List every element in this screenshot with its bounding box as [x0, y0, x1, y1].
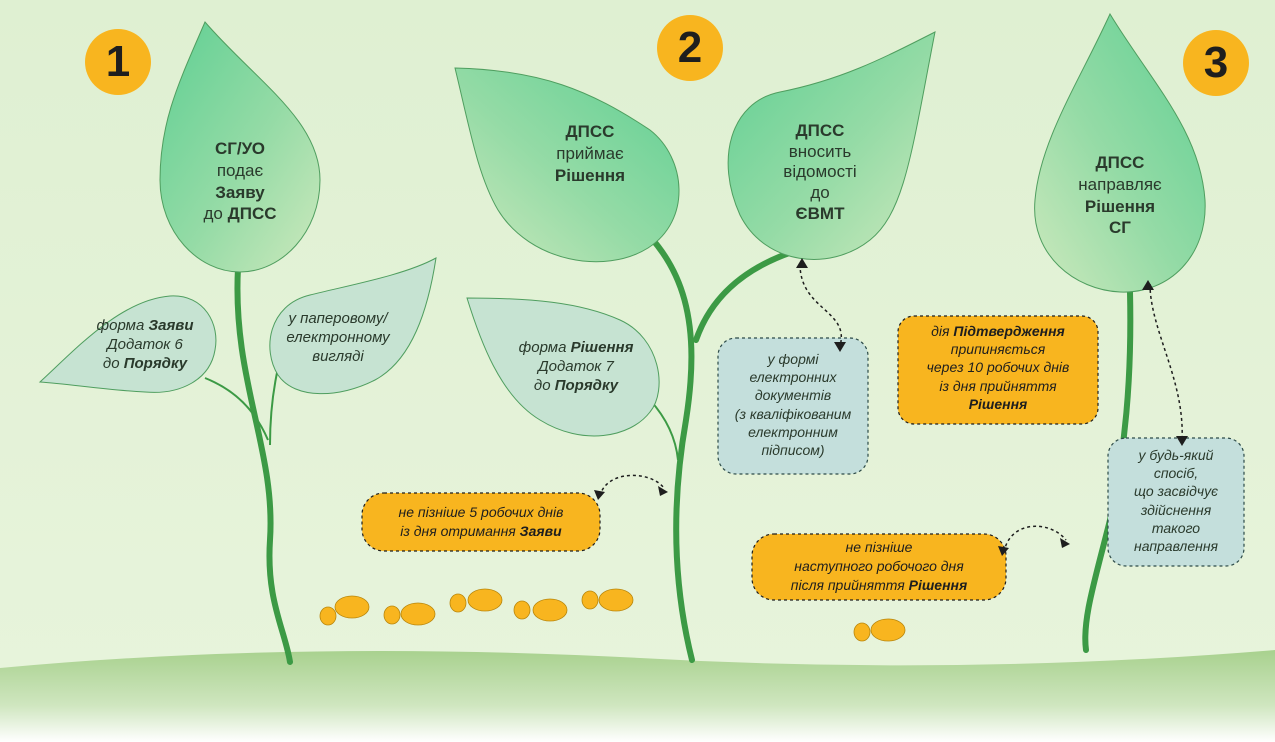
leaf-step1-format	[269, 257, 437, 395]
note-any-method: у будь-який спосіб, що засвідчує здійсне…	[1133, 447, 1219, 554]
leaf-step2-accept	[454, 67, 680, 263]
stem-plant-2	[617, 207, 695, 663]
note-electronic-documents: у формі електронних документів (з кваліф…	[734, 351, 852, 458]
note-bubble-confirmation	[897, 315, 1099, 425]
note-deadline-5-days: не пізніше 5 робочих днів із дня отриман…	[398, 504, 564, 539]
leaf-step2-form	[466, 297, 660, 437]
arrow-heads	[594, 258, 1188, 556]
leaf-step2-register	[727, 31, 936, 260]
leaf-label-step1-main: СГ/УО подає Заяву до ДПСС	[203, 139, 277, 224]
step-badge-1: 1	[85, 29, 151, 95]
ground	[0, 650, 1275, 742]
note-bubble-next-day	[751, 533, 1007, 601]
note-bubble-electronic	[717, 337, 869, 475]
stem-plant-2-branch	[693, 249, 795, 343]
dashed-arrows	[599, 263, 1183, 553]
leaf-label-step2-accept: ДПСС приймає Рішення	[554, 122, 626, 185]
leaf-label-step2-form: форма Рішення Додаток 7 до Порядку	[518, 339, 634, 395]
note-next-working-day: не пізніше наступного робочого дня після…	[790, 539, 968, 593]
leaf-label-step1-format: у паперовому/ електронному вигляді	[286, 310, 390, 366]
note-confirmation-ends: дія Підтвердження припиняється через 10 …	[926, 323, 1070, 412]
leaf-label-step3-main: ДПСС направляє Рішення СГ	[1078, 153, 1162, 238]
leaf-label-step2-register: ДПСС вносить відомості до ЄВМТ	[783, 121, 857, 223]
leaf-step1-main	[159, 21, 321, 273]
footprints	[319, 588, 906, 642]
leaf-step3-main	[1034, 12, 1206, 293]
stem-plant-1	[234, 265, 293, 665]
leaf-step1-form	[38, 295, 217, 393]
leaf-label-step1-form: форма Заяви Додаток 6 до Порядку	[96, 317, 194, 373]
step-badge-3: 3	[1183, 30, 1249, 96]
note-bubble-any-method	[1107, 437, 1245, 567]
note-bubble-5-days	[361, 492, 601, 552]
step-badge-2: 2	[657, 15, 723, 81]
